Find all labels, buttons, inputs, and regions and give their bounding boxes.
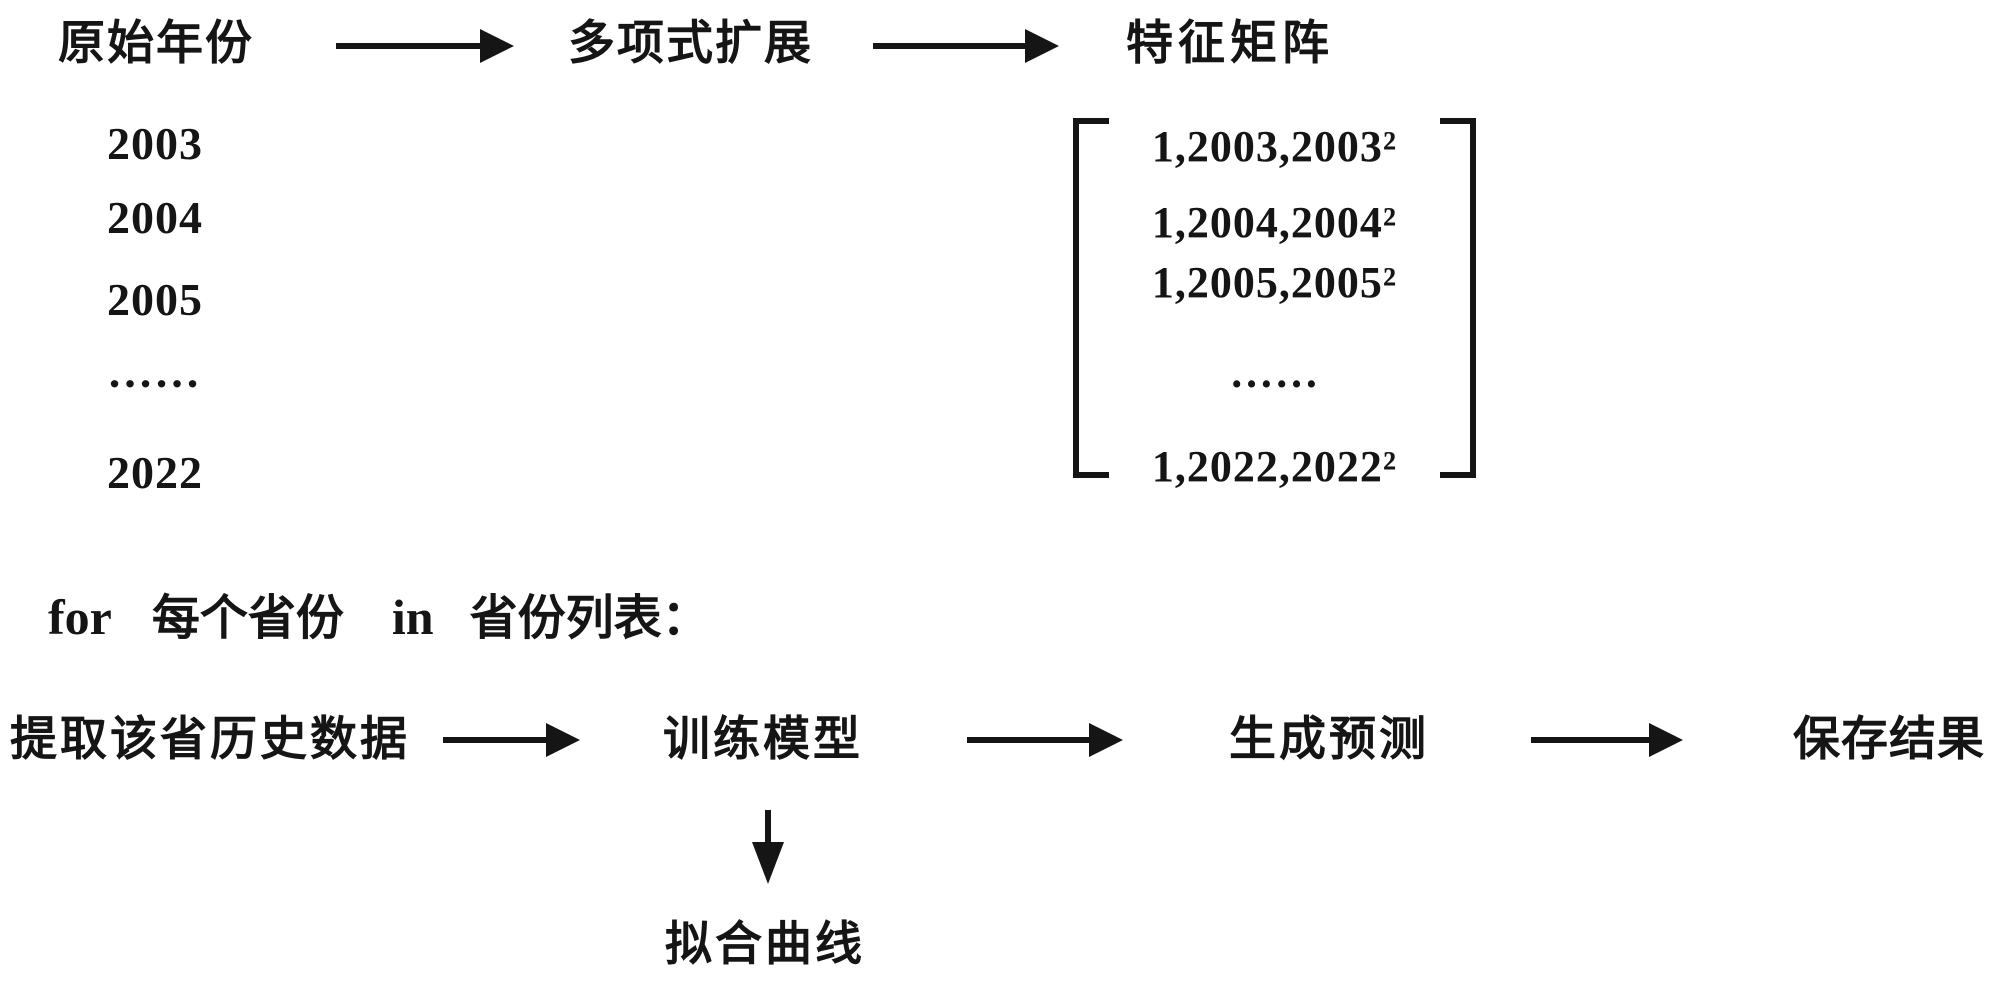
arrow-shaft — [1531, 737, 1649, 743]
right-arrow-icon-transform-to-result — [873, 28, 1059, 64]
arrow-shaft — [765, 810, 771, 842]
right-arrow-icon-train-to-predict — [967, 722, 1123, 758]
arrow-head — [1089, 723, 1123, 757]
loop-iterator: 每个省份 — [151, 592, 344, 645]
arrow-shaft — [443, 737, 546, 743]
year-ellipsis: …… — [107, 346, 201, 397]
loop-statement: for 每个省份 in 省份列表： — [48, 590, 710, 646]
bottom-flow-step-predict-label: 生成预测 — [1229, 712, 1429, 765]
loop-list: 省份列表： — [469, 592, 710, 645]
right-arrow-icon-source-to-transform — [336, 28, 514, 64]
bottom-flow-step-train-label: 训练模型 — [663, 712, 863, 765]
matrix-row: 1,2022,2022² — [1151, 442, 1398, 491]
arrow-head — [1025, 29, 1059, 63]
down-arrow-icon-train-to-fit — [752, 810, 784, 884]
year-item: 2003 — [107, 118, 203, 169]
arrow-shaft — [967, 737, 1089, 743]
branch-fit-curve-label: 拟合曲线 — [665, 917, 865, 970]
matrix-left-bracket — [1073, 118, 1109, 478]
matrix-row: 1,2005,2005² — [1151, 258, 1398, 307]
matrix-right-bracket — [1440, 118, 1476, 478]
right-arrow-icon-extract-to-train — [443, 722, 580, 758]
top-flow-result-label: 特征矩阵 — [1126, 16, 1334, 69]
matrix-row: 1,2003,2003² — [1151, 122, 1398, 171]
matrix-row-ellipsis: …… — [1229, 348, 1320, 397]
year-item: 2022 — [107, 447, 203, 498]
top-flow-source-label: 原始年份 — [58, 16, 254, 69]
matrix-row: 1,2004,2004² — [1151, 198, 1398, 247]
arrow-shaft — [336, 43, 480, 49]
arrow-shaft — [873, 43, 1025, 49]
feature-matrix: 1,2003,2003² 1,2004,2004² 1,2005,2005² …… — [1073, 118, 1476, 490]
arrow-head — [752, 842, 784, 884]
bottom-flow-step-extract-label: 提取该省历史数据 — [10, 712, 410, 765]
year-item: 2004 — [107, 192, 203, 243]
top-flow-transform-label: 多项式扩展 — [568, 16, 813, 69]
bottom-flow-step-save-label: 保存结果 — [1793, 712, 1985, 765]
in-keyword: in — [391, 589, 434, 645]
arrow-head — [480, 29, 514, 63]
arrow-head — [546, 723, 580, 757]
right-arrow-icon-predict-to-save — [1531, 722, 1683, 758]
year-item: 2005 — [107, 274, 203, 325]
arrow-head — [1649, 723, 1683, 757]
for-keyword: for — [48, 589, 112, 645]
